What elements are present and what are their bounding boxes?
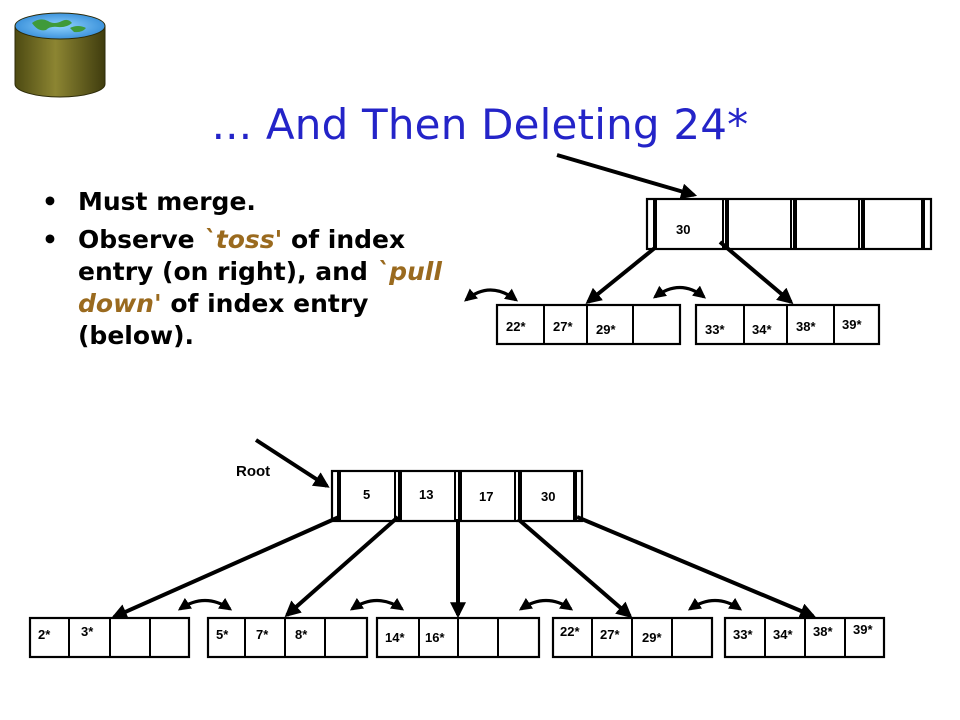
database-icon <box>14 12 106 98</box>
child-pointer <box>718 240 794 305</box>
leaf-entry: 39* <box>842 317 862 332</box>
leaf-entry: 38* <box>813 624 833 639</box>
root-key: 13 <box>419 487 433 502</box>
sibling-link-arrow <box>518 597 574 611</box>
bullet-text: of index entry (on right), and <box>78 225 406 286</box>
root-node: 5 13 17 30 <box>330 469 584 523</box>
root-key: 17 <box>479 489 493 504</box>
leaf-node: 22* 27* 29* <box>551 616 714 659</box>
leaf-entry: 29* <box>642 630 662 645</box>
leaf-entry: 38* <box>796 319 816 334</box>
pull-down-highlight: `pull down' <box>78 257 442 318</box>
sibling-link-arrow <box>349 597 405 611</box>
leaf-entry: 7* <box>256 627 269 642</box>
top-leaf-right: 33* 34* 38* 39* <box>694 303 881 346</box>
leaf-entry: 29* <box>596 322 616 337</box>
leaf-entry: 34* <box>752 322 772 337</box>
leaf-entry: 33* <box>733 627 753 642</box>
top-index-node: 30 <box>645 197 933 251</box>
leaf-entry: 22* <box>560 624 580 639</box>
root-pointer-arrow <box>254 438 330 488</box>
child-pointer <box>516 517 633 619</box>
sibling-link-arrow <box>687 597 743 611</box>
leaf-entry: 33* <box>705 322 725 337</box>
sibling-link-arrow <box>652 285 707 299</box>
sibling-link-arrow <box>464 288 519 302</box>
leaf-entry: 16* <box>425 630 445 645</box>
sibling-link-arrow <box>177 597 233 611</box>
leaf-entry: 39* <box>853 622 873 637</box>
top-leaf-left: 22* 27* 29* <box>495 303 682 346</box>
leaf-entry: 14* <box>385 630 405 645</box>
root-key: 5 <box>363 487 370 502</box>
slide-title: ... And Then Deleting 24* <box>211 100 749 149</box>
child-pointer <box>284 515 400 618</box>
leaf-entry: 5* <box>216 627 229 642</box>
leaf-entry: 2* <box>38 627 51 642</box>
leaf-node: 33* 34* 38* 39* <box>723 616 886 659</box>
deletion-pointer-arrow <box>556 153 698 200</box>
toss-highlight: `toss' <box>203 225 283 254</box>
leaf-entry: 8* <box>295 627 308 642</box>
leaf-entry: 3* <box>81 624 94 639</box>
root-label: Root <box>236 463 270 480</box>
bullet-item: Observe `toss' of index entry (on right)… <box>40 224 460 352</box>
bullet-text: Must merge. <box>78 187 256 216</box>
child-pointer <box>585 245 658 305</box>
child-pointer <box>576 515 816 619</box>
leaf-entry: 22* <box>506 319 526 334</box>
child-pointer <box>111 515 340 620</box>
bullet-item: Must merge. <box>40 186 460 218</box>
bullet-list: Must merge. Observe `toss' of index entr… <box>40 186 460 358</box>
bullet-text: Observe <box>78 225 204 254</box>
index-key: 30 <box>676 222 690 237</box>
root-key: 30 <box>541 489 555 504</box>
leaf-entry: 27* <box>553 319 573 334</box>
leaf-entry: 27* <box>600 627 620 642</box>
bullet-text: of index entry (below). <box>78 289 369 350</box>
leaf-node: 5* 7* 8* <box>206 616 369 659</box>
leaf-entry: 34* <box>773 627 793 642</box>
leaf-node: 2* 3* <box>28 616 191 659</box>
leaf-node: 14* 16* <box>375 616 541 659</box>
